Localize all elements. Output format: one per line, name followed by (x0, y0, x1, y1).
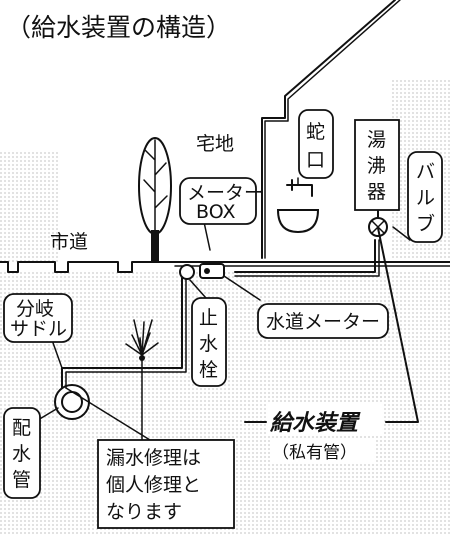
stop-valve-icon (179, 264, 195, 280)
distribution-pipe-label-line2: 水 (12, 443, 31, 465)
valve-label-line2: ル (416, 187, 435, 209)
valve-callout: バ ル ブ (407, 151, 443, 243)
city-road-label: 市道 (50, 231, 88, 253)
stop-valve-callout: 止 水 栓 (191, 297, 227, 387)
leak-repair-note-line3: なります (106, 501, 182, 523)
distribution-pipe-label-line3: 管 (12, 469, 31, 491)
leak-repair-note-line2: 個人修理と (106, 474, 201, 496)
leak-repair-note-line1: 漏水修理は (106, 447, 201, 469)
distribution-pipe-label-line1: 配 (12, 417, 31, 439)
branch-saddle-callout: 分岐 サドル (3, 293, 73, 343)
stop-valve-label-line1: 止 (199, 307, 218, 329)
valve-label-line1: バ (416, 161, 435, 183)
faucet-icon (276, 179, 320, 234)
house-outline (261, 0, 401, 259)
water-heater-label-line3: 器 (367, 181, 386, 203)
faucet-label-line1: 蛇 (306, 121, 325, 143)
water-meter-label: 水道メーター (266, 311, 380, 333)
distribution-pipe-callout: 配 水 管 (3, 407, 41, 499)
meter-box-label-line1: メーター (187, 182, 263, 204)
meter-box-callout: メーター BOX (179, 177, 263, 225)
residential-land-label: 宅地 (196, 133, 234, 155)
distribution-pipe-icon (54, 384, 90, 420)
meter-box-pointer (203, 221, 211, 251)
leak-repair-note: 漏水修理は 個人修理と なります (97, 439, 235, 529)
supply-equipment-label-group: 給水装置 （私有管） (268, 404, 384, 464)
water-meter-callout: 水道メーター (257, 303, 389, 339)
faucet-label-line2: 口 (306, 149, 325, 171)
diagram-title: （給水装置の構造） (6, 13, 231, 42)
branch-saddle-label-line2: サドル (10, 318, 67, 340)
stop-valve-label-line2: 水 (199, 333, 218, 355)
valve-label-line3: ブ (416, 212, 435, 235)
water-meter-icon (199, 263, 225, 279)
faucet-callout: 蛇 口 (298, 109, 334, 179)
leak-spray-icon (125, 319, 159, 361)
meter-box-label-line2: BOX (196, 201, 235, 223)
tree (138, 137, 172, 262)
branch-saddle-label-line1: 分岐 (16, 298, 54, 320)
valve-icon (368, 209, 388, 237)
water-heater-label-line1: 湯 (367, 129, 386, 151)
water-heater-label-line2: 沸 (367, 155, 386, 177)
service-pipe (61, 239, 380, 389)
stop-valve-label-line3: 栓 (199, 359, 218, 381)
water-heater-box: 湯 沸 器 (354, 119, 400, 211)
private-pipe-label: （私有管） (272, 443, 357, 463)
supply-equipment-label: 給水装置 (269, 410, 361, 436)
